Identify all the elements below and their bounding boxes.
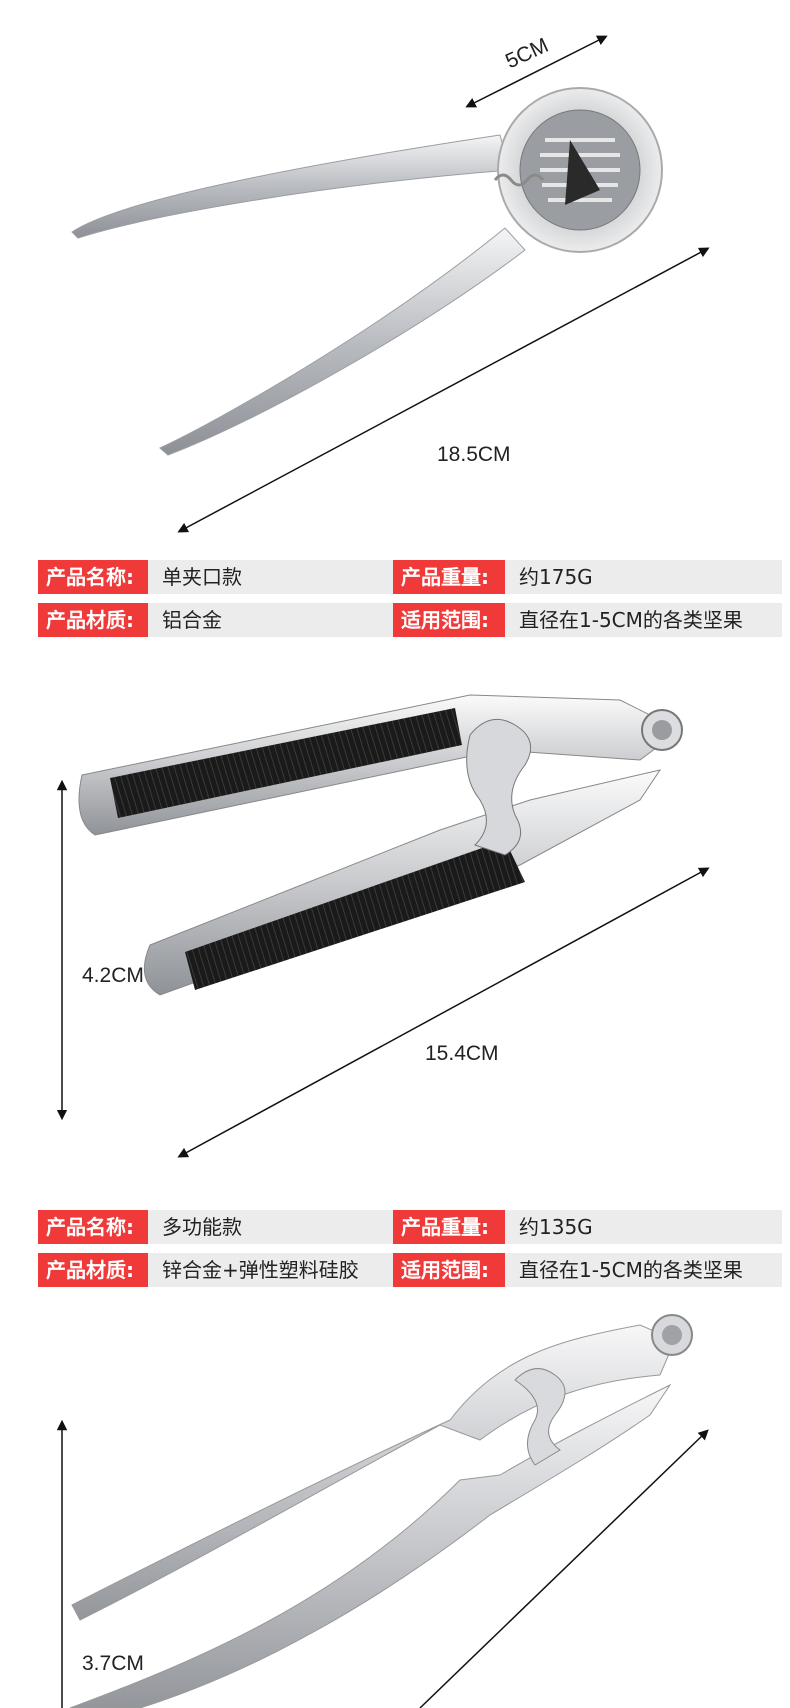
spec-value: 铝合金: [148, 603, 420, 637]
spec-row: 产品材质: 锌合金+弹性塑料硅胶 适用范围: 直径在1-5CM的各类坚果: [38, 1253, 782, 1287]
product-1-section: 5CM 18.5CM 产品名称: 单夹口款 产品重量: 约175G 产品材质: …: [0, 0, 790, 650]
product-1-spec-table: 产品名称: 单夹口款 产品重量: 约175G 产品材质: 铝合金 适用范围: 直…: [38, 560, 782, 640]
spec-value: 直径在1-5CM的各类坚果: [505, 1253, 782, 1287]
spec-key: 产品材质:: [38, 1253, 148, 1287]
spec-key: 适用范围:: [393, 603, 505, 637]
spec-key: 产品重量:: [393, 560, 505, 594]
spec-value: 单夹口款: [148, 560, 420, 594]
spec-row: 产品名称: 多功能款 产品重量: 约135G: [38, 1210, 782, 1244]
spec-value: 约175G: [505, 560, 782, 594]
spec-key: 产品名称:: [38, 560, 148, 594]
product-3-section: 3.7CM: [0, 1300, 790, 1708]
length-dimension-label: 18.5CM: [437, 443, 511, 466]
spec-value: 约135G: [505, 1210, 782, 1244]
product-3-image: [56, 1314, 709, 1708]
product-2-spec-table: 产品名称: 多功能款 产品重量: 约135G 产品材质: 锌合金+弹性塑料硅胶 …: [38, 1210, 782, 1290]
spec-value: 多功能款: [148, 1210, 420, 1244]
spec-key: 适用范围:: [393, 1253, 505, 1287]
spec-key: 产品重量:: [393, 1210, 505, 1244]
spec-value: 直径在1-5CM的各类坚果: [505, 603, 782, 637]
spec-row: 产品材质: 铝合金 适用范围: 直径在1-5CM的各类坚果: [38, 603, 782, 637]
product-2-section: 4.2CM 15.4CM 产品名称: 多功能款 产品重量: 约135G 产品材质…: [0, 650, 790, 1300]
spec-key: 产品名称:: [38, 1210, 148, 1244]
spec-row: 产品名称: 单夹口款 产品重量: 约175G: [38, 560, 782, 594]
spec-key: 产品材质:: [38, 603, 148, 637]
product-1-image: [71, 35, 710, 533]
spec-value: 锌合金+弹性塑料硅胶: [148, 1253, 420, 1287]
product-2-image: [56, 694, 710, 1158]
length-dimension-label: 15.4CM: [425, 1042, 499, 1065]
height-dimension-label: 3.7CM: [82, 1652, 144, 1675]
height-dimension-label: 4.2CM: [82, 964, 144, 987]
